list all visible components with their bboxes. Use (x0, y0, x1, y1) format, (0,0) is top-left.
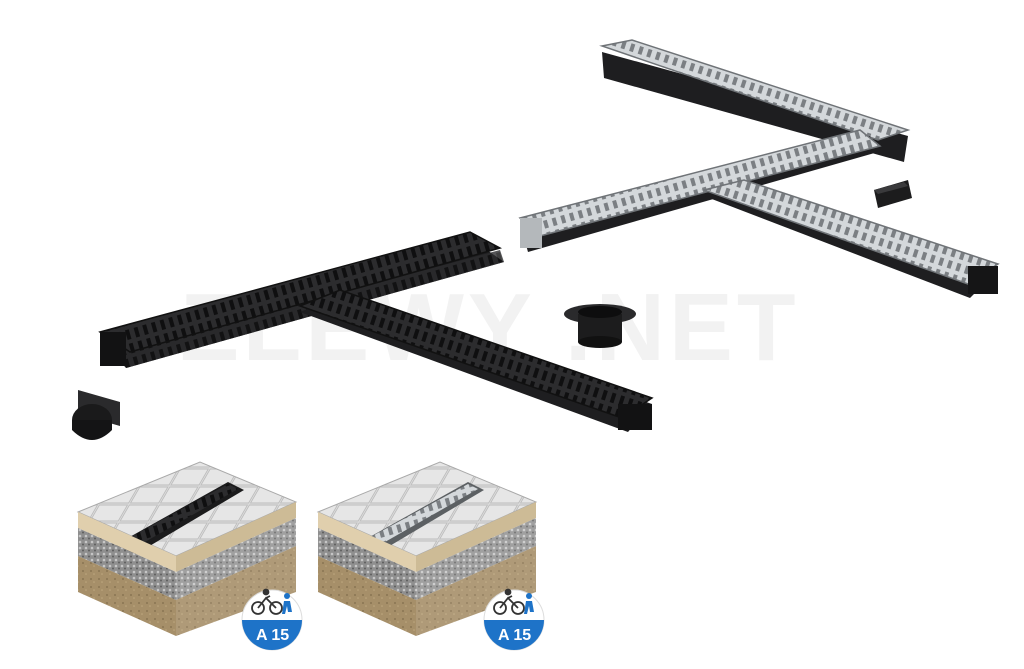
load-class-badge-1: A 15 (241, 588, 303, 651)
black-drain-channel-assembly (98, 231, 654, 432)
gravel-layer-2-side (416, 518, 536, 600)
cross-section-steel-grate (316, 461, 538, 636)
load-class-badge-2: A 15 (483, 588, 545, 651)
soil-layer-1 (78, 556, 176, 636)
gravel-layer-1-side (176, 518, 296, 600)
pedestrian-icon (524, 593, 534, 614)
black-channel-end-cap (100, 332, 126, 366)
gravel-layer-2 (318, 528, 416, 600)
sand-layer-1-side (176, 502, 296, 572)
pedestrian-icon (282, 593, 292, 614)
steel-channel-end-cap-2 (968, 266, 998, 294)
sand-layer-2-side (416, 502, 536, 572)
sand-layer-2 (318, 512, 416, 572)
cross-section-black-grate (76, 461, 298, 636)
steel-drain-channel-assembly (518, 39, 1000, 298)
black-channel-branch-grate (297, 289, 654, 419)
steel-channel-branch-grate (701, 179, 1000, 285)
soil-layer-2-side (416, 546, 536, 636)
load-class-label-2: A 15 (498, 627, 531, 644)
gravel-layer-1 (78, 528, 176, 600)
load-class-label-1: A 15 (256, 627, 289, 644)
end-cap-accessory (874, 180, 912, 208)
black-grate-detail-1 (114, 484, 238, 555)
vertical-outlet-accessory (72, 390, 120, 440)
bicycle-icon (251, 588, 283, 615)
steel-channel-end-cap (520, 218, 542, 248)
soil-layer-1-side (176, 546, 296, 636)
outlet-connector-accessory (564, 304, 636, 348)
steel-channel-upper-grate (599, 39, 911, 141)
steel-channel-upper-body (602, 52, 908, 162)
soil-layer-2 (318, 556, 416, 636)
steel-grate-detail-2 (354, 484, 478, 555)
black-channel-end-cap-2 (618, 404, 652, 430)
sand-layer-1 (78, 512, 176, 572)
bicycle-icon (493, 588, 525, 615)
